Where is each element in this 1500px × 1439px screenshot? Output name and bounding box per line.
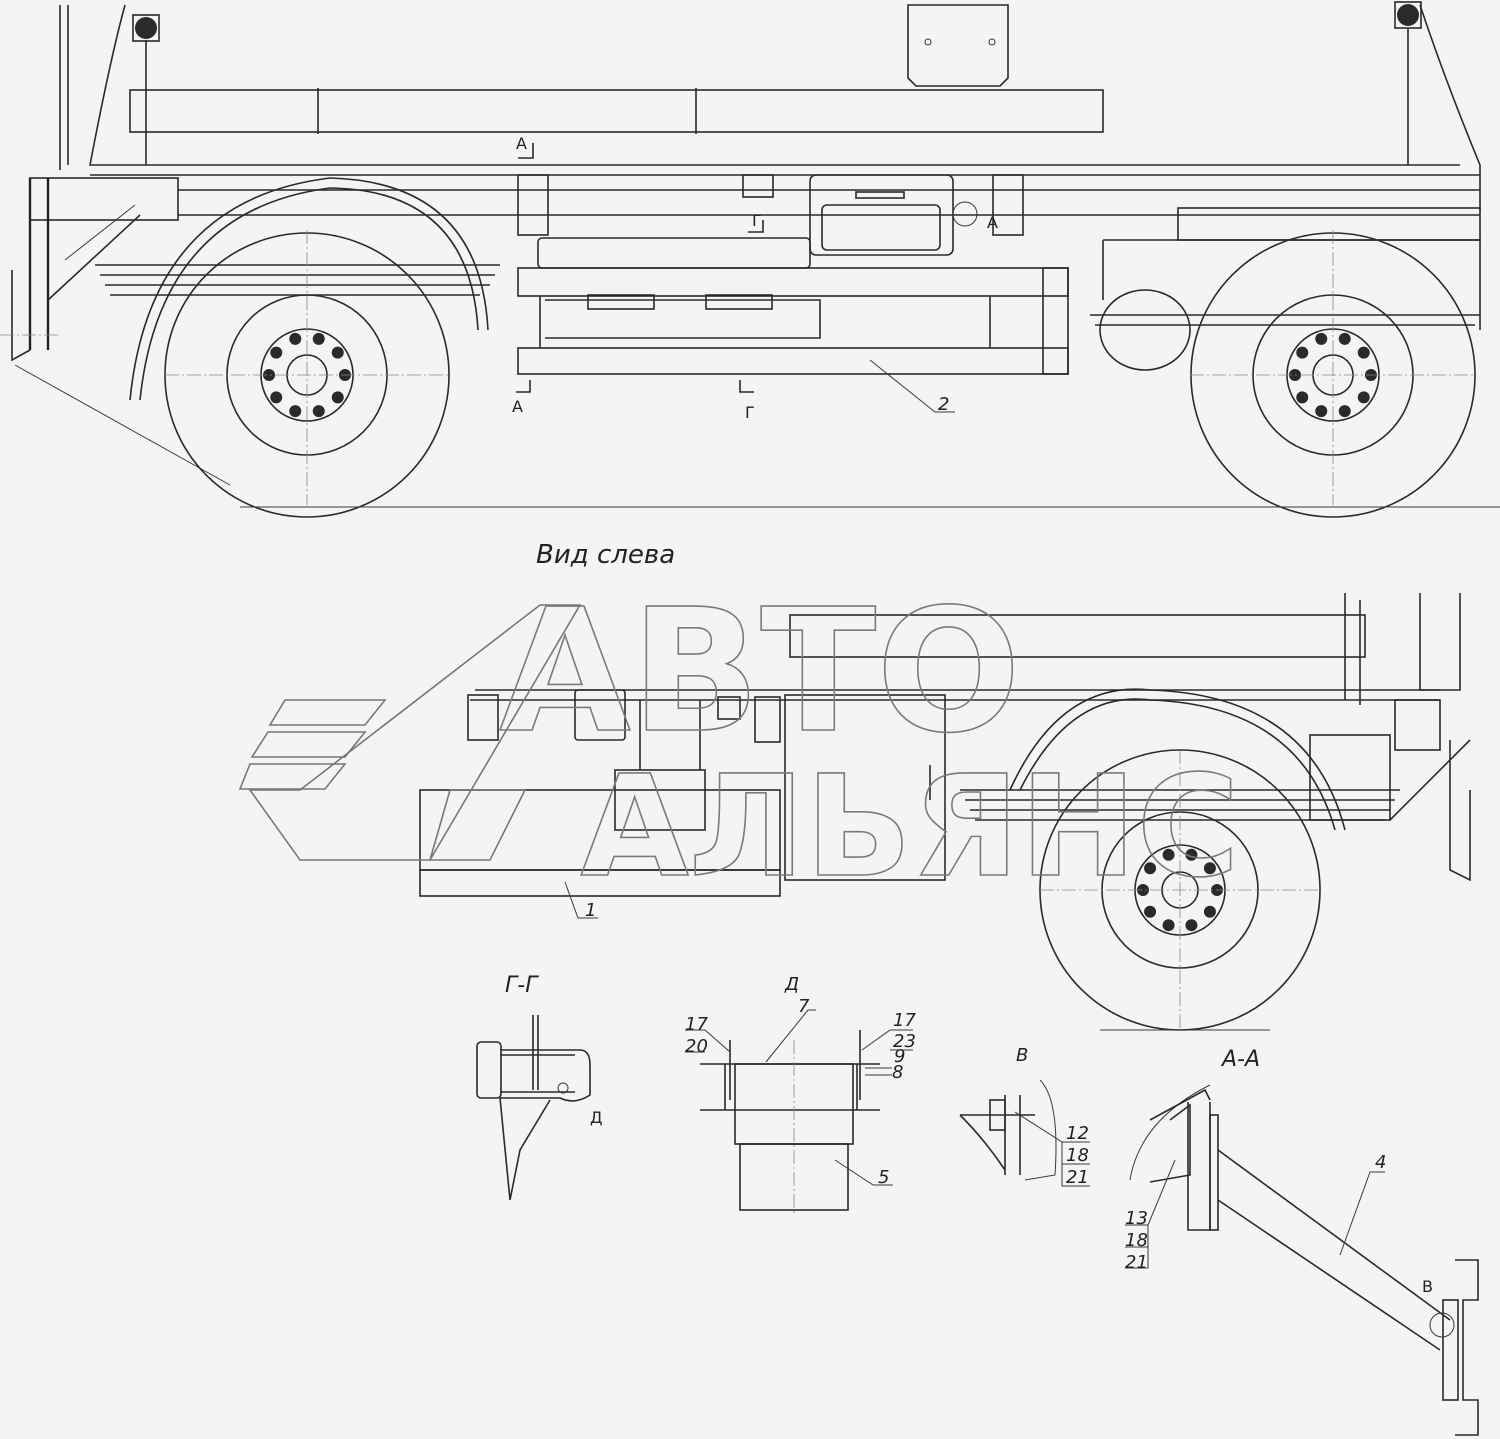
watermark-line1: АВТО bbox=[499, 573, 1021, 771]
callout-8: 8 bbox=[892, 1062, 903, 1083]
callout-1: 1 bbox=[585, 900, 596, 921]
left-view-title: Вид слева bbox=[536, 540, 675, 570]
section-mark-a-circle: А bbox=[987, 213, 998, 232]
wheel-bolt bbox=[289, 405, 302, 418]
wheel-bolt bbox=[1203, 905, 1216, 918]
callout-9: 9 bbox=[894, 1046, 905, 1067]
wheel-bolt bbox=[1203, 862, 1216, 875]
wheel-bolt bbox=[1185, 848, 1198, 861]
pipe-left-view bbox=[789, 614, 1366, 658]
wheel-bolt bbox=[1296, 346, 1309, 359]
wheel-bolt bbox=[289, 332, 302, 345]
pipe bbox=[129, 89, 1104, 133]
wheel-bolt bbox=[270, 346, 283, 359]
reflector-icon bbox=[135, 17, 157, 39]
callout-23: 23 bbox=[893, 1031, 916, 1052]
wheel-bolt bbox=[1185, 919, 1198, 932]
detail-d-title: Д bbox=[784, 974, 799, 995]
section-mark-v: В bbox=[1422, 1277, 1433, 1296]
section-mark-a: А bbox=[516, 134, 527, 153]
section-gg-title: Г-Г bbox=[505, 973, 539, 998]
wheel-bolt bbox=[263, 369, 275, 381]
section-mark-g: Г bbox=[745, 403, 755, 422]
section-gg-drawing bbox=[476, 1015, 591, 1201]
callout-7: 7 bbox=[798, 996, 810, 1017]
wheel-bolt bbox=[1315, 332, 1328, 345]
detail-v-title: В bbox=[1016, 1045, 1028, 1066]
wheel-bolt bbox=[270, 391, 283, 404]
battery-frame bbox=[517, 267, 1069, 297]
mudflap-plate bbox=[907, 4, 1009, 87]
callout-18b: 18 bbox=[1125, 1230, 1148, 1251]
wheel-bolt bbox=[331, 346, 344, 359]
main-side-view bbox=[0, 1, 1500, 518]
wheel-bolt bbox=[1137, 884, 1149, 896]
wheel-bolt bbox=[1144, 905, 1157, 918]
wheel-bolt bbox=[1315, 405, 1328, 418]
section-aa-drawing bbox=[1125, 1084, 1479, 1436]
callout-12: 12 bbox=[1066, 1123, 1089, 1144]
wheel-bolt bbox=[1338, 332, 1351, 345]
fender-left-view bbox=[1019, 698, 1336, 831]
callout-18a: 18 bbox=[1066, 1145, 1089, 1166]
section-aa-title: А-А bbox=[1220, 1047, 1260, 1072]
wheel-bolt bbox=[1296, 391, 1309, 404]
callout-20: 20 bbox=[685, 1036, 708, 1057]
wheel-bolt bbox=[1357, 391, 1370, 404]
callout-4: 4 bbox=[1375, 1152, 1386, 1173]
callout-21b: 21 bbox=[1125, 1252, 1148, 1273]
wheel-bolt bbox=[1144, 862, 1157, 875]
detail-d-drawing bbox=[685, 1009, 913, 1215]
wheel-bolt bbox=[1338, 405, 1351, 418]
section-mark-d: Д bbox=[590, 1108, 603, 1127]
tool-box-left-view bbox=[784, 694, 946, 881]
wheel-bolt bbox=[331, 391, 344, 404]
reflector-icon bbox=[1397, 4, 1419, 26]
fender-front bbox=[139, 187, 479, 401]
callout-13: 13 bbox=[1125, 1208, 1148, 1229]
wheel-bolt bbox=[312, 405, 325, 418]
wheel-bolt bbox=[1162, 919, 1175, 932]
callout-21a: 21 bbox=[1066, 1167, 1089, 1188]
callout-5: 5 bbox=[878, 1167, 889, 1188]
detail-v-drawing bbox=[959, 1079, 1090, 1187]
wheel-bolt bbox=[312, 332, 325, 345]
watermark-line2: АЛЬЯНС bbox=[580, 746, 1239, 909]
callout-17b: 17 bbox=[893, 1010, 916, 1031]
left-view bbox=[419, 593, 1471, 1031]
callout-17a: 17 bbox=[685, 1014, 708, 1035]
section-mark-a-bottom: А bbox=[512, 397, 523, 416]
watermark-logo bbox=[238, 604, 582, 861]
wheel-bolt bbox=[1357, 346, 1370, 359]
wheel-bolt bbox=[1162, 848, 1175, 861]
section-mark-g-top: Г bbox=[752, 211, 762, 230]
callout-2: 2 bbox=[938, 394, 949, 415]
front-wheel bbox=[164, 232, 450, 518]
